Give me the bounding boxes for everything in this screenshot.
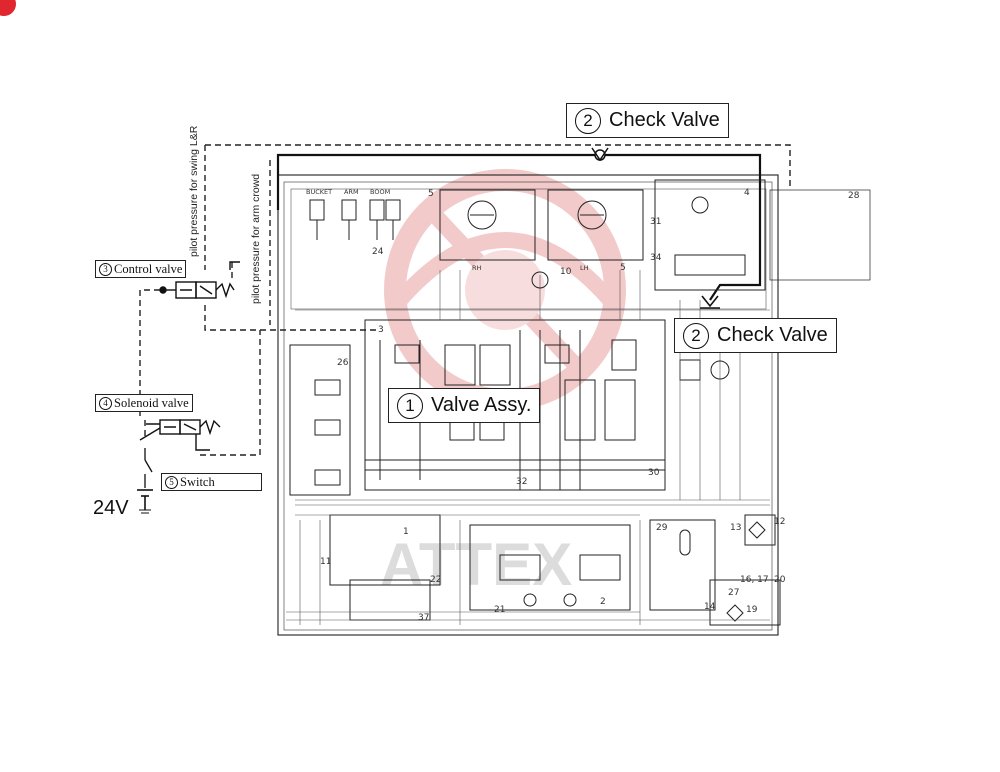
right-lower-components [649, 359, 781, 626]
callout-number: 2 [683, 322, 709, 349]
svg-text:30: 30 [648, 468, 660, 478]
svg-text:28: 28 [848, 191, 860, 201]
check-valve-right-label: 2 Check Valve [674, 318, 837, 353]
svg-text:26: 26 [337, 358, 349, 368]
voltage-label: 24V [93, 497, 129, 519]
svg-text:11: 11 [320, 557, 331, 567]
battery-symbol [137, 489, 153, 514]
svg-text:2: 2 [600, 597, 606, 607]
accumulator-symbol [710, 360, 730, 380]
solenoid-valve-label: 4 Solenoid valve [95, 394, 193, 412]
callout-number: 1 [397, 392, 423, 419]
swivel-joint [531, 271, 549, 289]
schematic-detail-lines [286, 270, 770, 625]
corner-badge [0, 0, 16, 16]
label-text: Control valve [114, 261, 183, 276]
control-valve-label: 3 Control valve [95, 260, 187, 278]
svg-text:37: 37 [418, 613, 429, 623]
label-text: Switch [180, 474, 215, 489]
svg-text:14: 14 [704, 602, 716, 612]
svg-text:16, 17: 16, 17 [740, 575, 769, 585]
svg-text:BOOM: BOOM [370, 188, 390, 196]
callout-number: 3 [99, 262, 112, 276]
schematic-frame [277, 174, 779, 636]
svg-text:RH: RH [472, 264, 482, 272]
left-valve-column [289, 344, 351, 496]
main-pressure-line [276, 153, 762, 301]
watermark-text: ATTEX [380, 531, 572, 598]
svg-text:5: 5 [620, 263, 626, 273]
solenoid-valve-symbol [139, 419, 221, 451]
svg-text:21: 21 [494, 605, 505, 615]
svg-text:LH: LH [580, 264, 589, 272]
svg-text:3: 3 [378, 325, 384, 335]
svg-text:27: 27 [728, 588, 739, 598]
control-valve-symbol [159, 261, 240, 299]
svg-text:34: 34 [650, 253, 662, 263]
check-valve-top-label: 2 Check Valve [566, 103, 729, 138]
label-text: Valve Assy. [431, 394, 532, 416]
check-valve-symbol-right [700, 295, 720, 309]
label-text: Solenoid valve [114, 395, 189, 410]
svg-text:ARM: ARM [344, 188, 359, 196]
svg-text:5: 5 [428, 189, 434, 199]
switch-symbol [144, 448, 153, 488]
pilot-arm-label: pilot pressure for arm crowd [250, 173, 262, 304]
part-numbers: 5 4 10 5 24 26 3 30 32 1 22 37 21 2 14 2… [320, 188, 860, 623]
watermark [384, 169, 626, 411]
switch-label: 5 Switch [161, 473, 262, 491]
pilot-swing-label: pilot pressure for swing L&R [188, 125, 200, 257]
solenoid-block [654, 179, 871, 291]
svg-text:10: 10 [560, 267, 572, 277]
svg-text:32: 32 [516, 477, 527, 487]
svg-text:22: 22 [430, 575, 441, 585]
label-text: Check Valve [609, 109, 720, 131]
svg-text:19: 19 [746, 605, 758, 615]
pilot-dashed-lines [139, 144, 791, 456]
svg-text:BUCKET: BUCKET [306, 188, 332, 196]
callout-number: 4 [99, 396, 112, 410]
check-valve-symbol-top [591, 147, 609, 162]
svg-text:31: 31 [650, 217, 661, 227]
svg-text:13: 13 [730, 523, 741, 533]
label-text: Check Valve [717, 324, 828, 346]
cylinders [309, 199, 401, 240]
svg-text:24: 24 [372, 247, 384, 257]
callout-number: 2 [575, 107, 601, 134]
travel-motors [439, 189, 644, 261]
svg-text:4: 4 [744, 188, 750, 198]
svg-text:1: 1 [403, 527, 409, 537]
svg-text:12: 12 [774, 517, 785, 527]
svg-text:20: 20 [774, 575, 786, 585]
svg-text:29: 29 [656, 523, 668, 533]
callout-number: 5 [165, 475, 178, 489]
valve-assy-label: 1 Valve Assy. [388, 388, 541, 423]
